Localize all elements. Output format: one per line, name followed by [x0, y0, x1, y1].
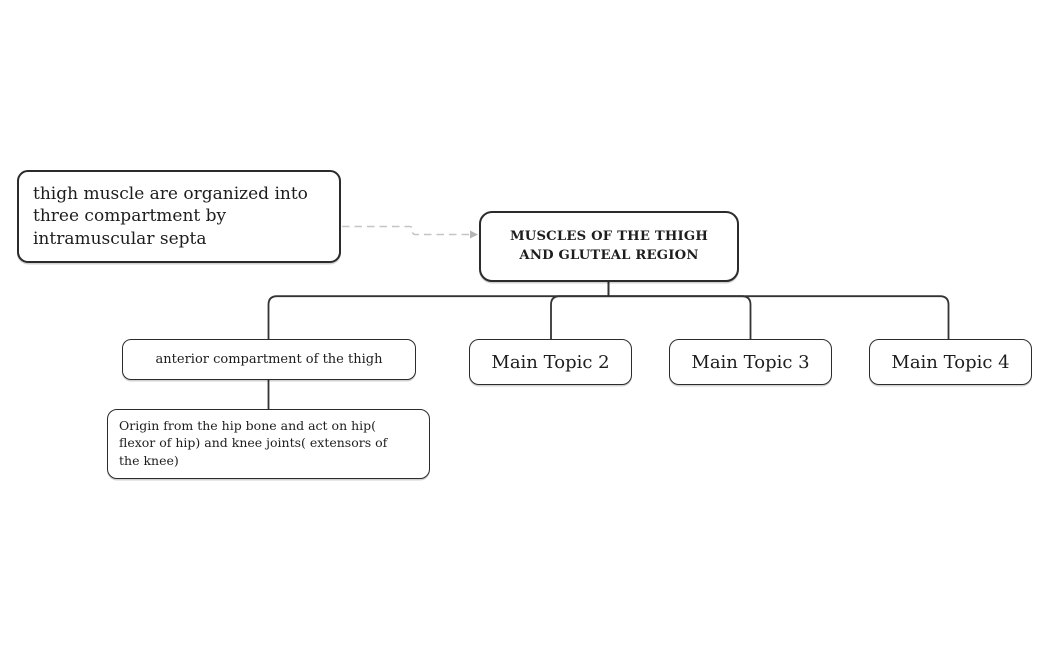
root-to-anterior-connector [267, 295, 609, 340]
branch-main-topic-2-node[interactable]: Main Topic 2 [469, 339, 632, 385]
floating-note-link [342, 225, 469, 236]
branch-anterior-compartment-node[interactable]: anterior compartment of the thigh [122, 339, 416, 380]
branch-anterior-compartment-label: anterior compartment of the thigh [155, 352, 383, 367]
root-to-main-topic-4-connector [608, 295, 950, 340]
branch-main-topic-4-label: Main Topic 4 [891, 351, 1010, 373]
branch-main-topic-3-label: Main Topic 3 [691, 351, 810, 373]
floating-topic-node[interactable]: thigh muscle are organized into three co… [17, 170, 341, 263]
branch-main-topic-4-node[interactable]: Main Topic 4 [869, 339, 1032, 385]
central-topic-node[interactable]: MUSCLES OF THE THIGH AND GLUTEAL REGION [479, 211, 739, 282]
floating-topic-label: thigh muscle are organized into three co… [33, 184, 308, 249]
root-to-main-topic-2-connector [550, 295, 609, 340]
subtopic-origin-node[interactable]: Origin from the hip bone and act on hip(… [107, 409, 430, 479]
note-link-arrowhead-icon [470, 230, 478, 239]
central-topic-label: MUSCLES OF THE THIGH AND GLUTEAL REGION [509, 229, 709, 263]
subtopic-origin-label: Origin from the hip bone and act on hip(… [119, 418, 388, 468]
root-to-main-topic-3-connector [608, 295, 752, 340]
branch-main-topic-3-node[interactable]: Main Topic 3 [669, 339, 832, 385]
branch-main-topic-2-label: Main Topic 2 [491, 351, 610, 373]
